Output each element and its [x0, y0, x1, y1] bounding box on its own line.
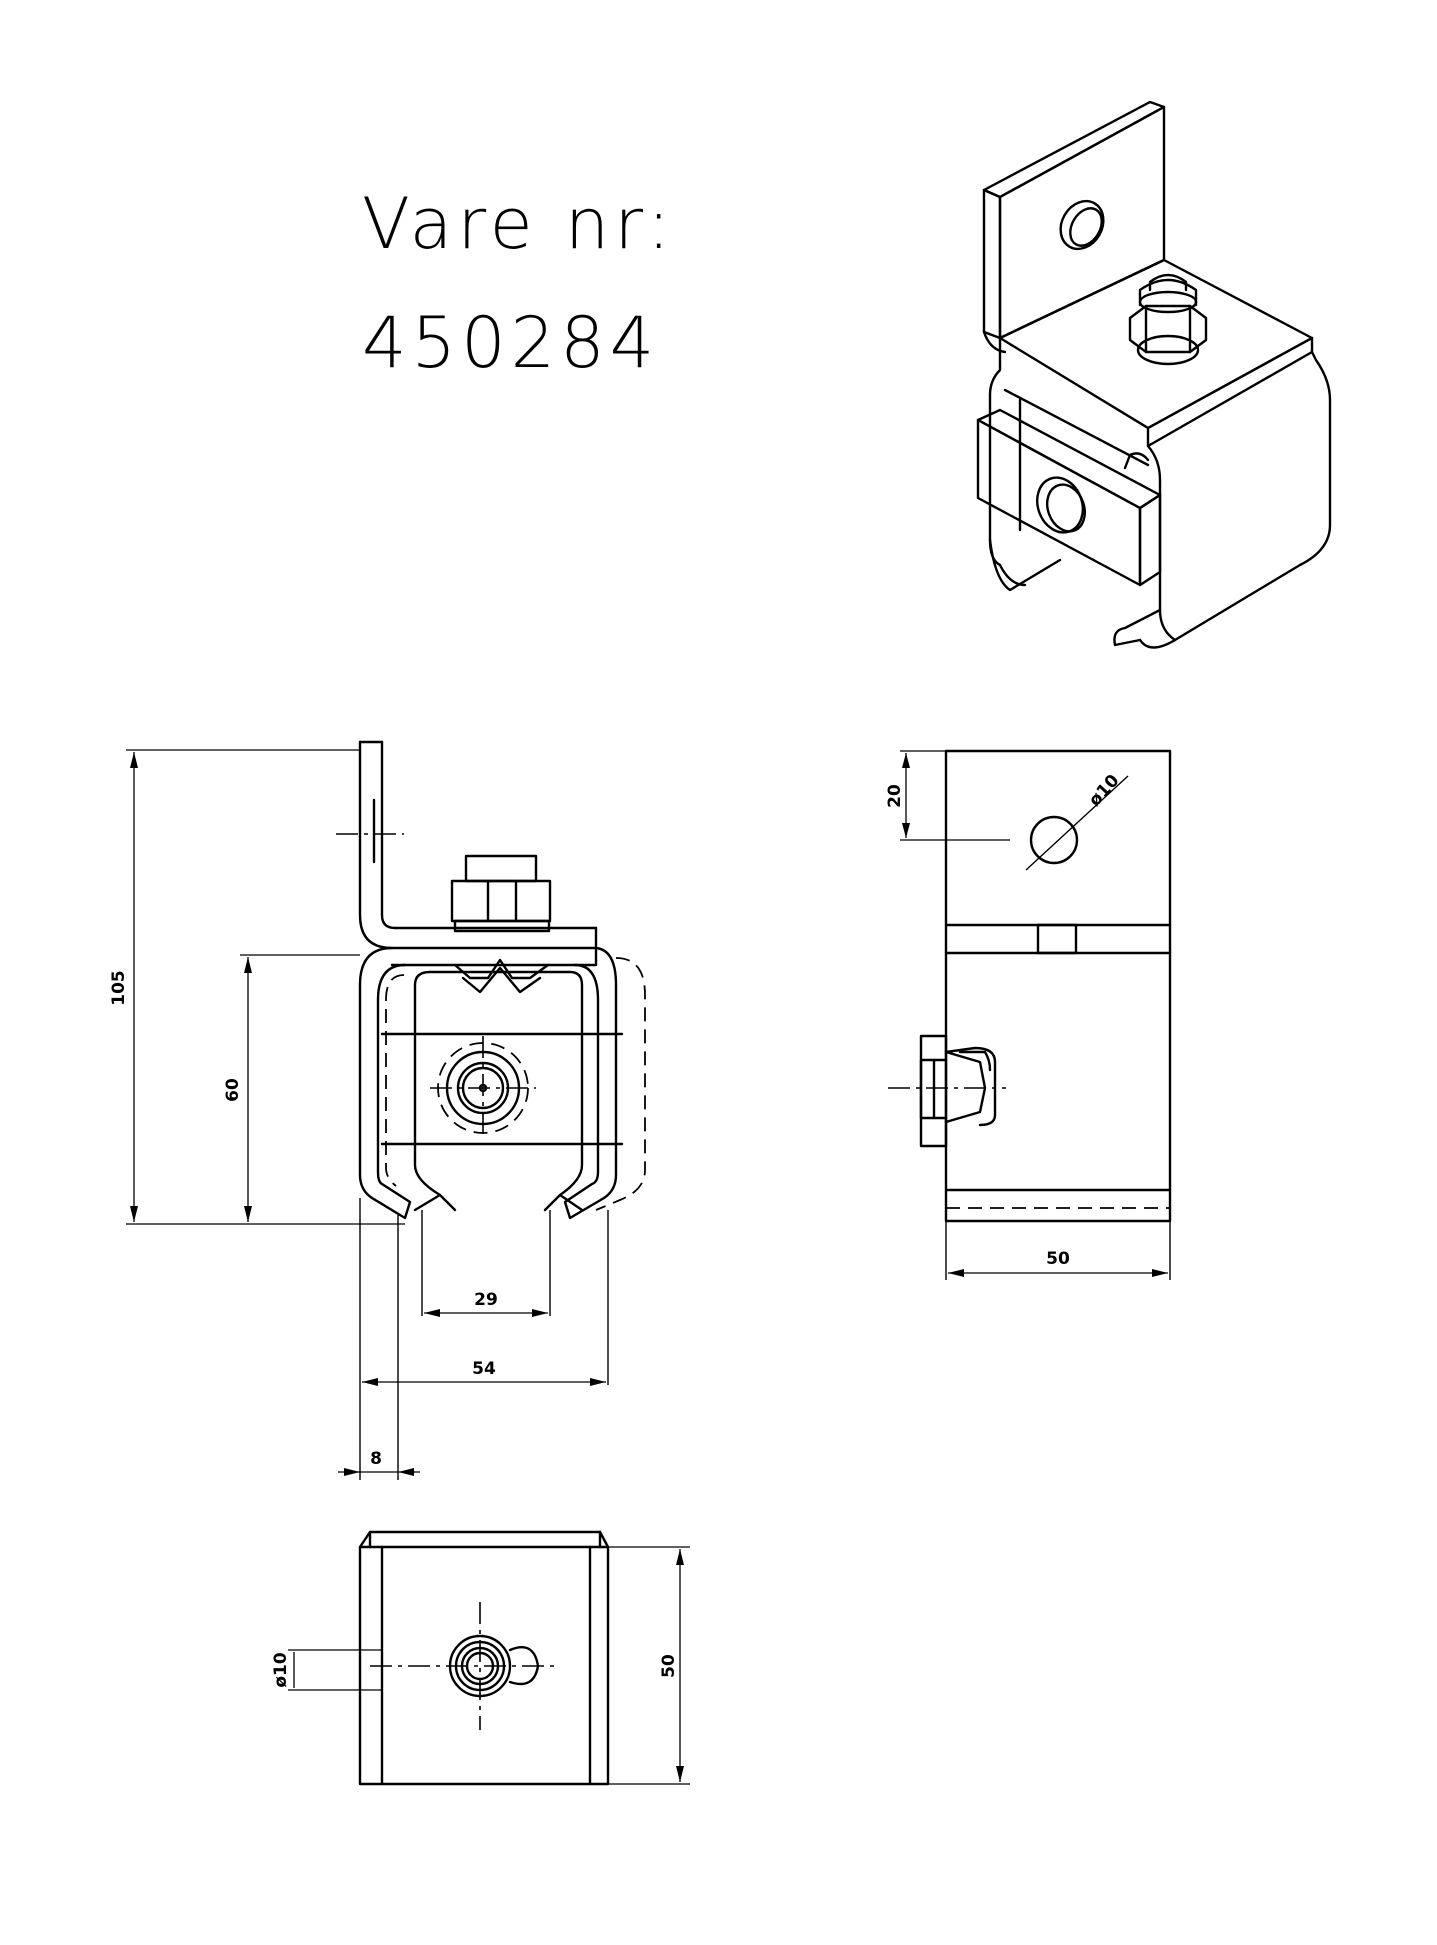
- title-block: Vare nr: 450284: [362, 183, 675, 384]
- dim-side-20: 20: [885, 784, 905, 808]
- front-view: 105 60 29 54 8: [109, 740, 646, 1480]
- dim-top-hole: ø10: [271, 1652, 291, 1688]
- title-label: Vare nr:: [362, 183, 675, 265]
- isometric-view: [976, 100, 1332, 649]
- top-view: ø10 50: [271, 1530, 690, 1786]
- title-number: 450284: [362, 302, 659, 384]
- side-view: ø10 20 50: [885, 749, 1172, 1280]
- dim-side-hole: ø10: [1085, 771, 1124, 811]
- dim-top-50: 50: [659, 1654, 679, 1678]
- dim-29: 29: [474, 1290, 498, 1310]
- dim-60: 60: [223, 1078, 243, 1102]
- dim-105: 105: [109, 970, 129, 1006]
- dim-side-50: 50: [1046, 1249, 1070, 1269]
- dim-54: 54: [472, 1359, 496, 1379]
- dim-8: 8: [370, 1449, 382, 1469]
